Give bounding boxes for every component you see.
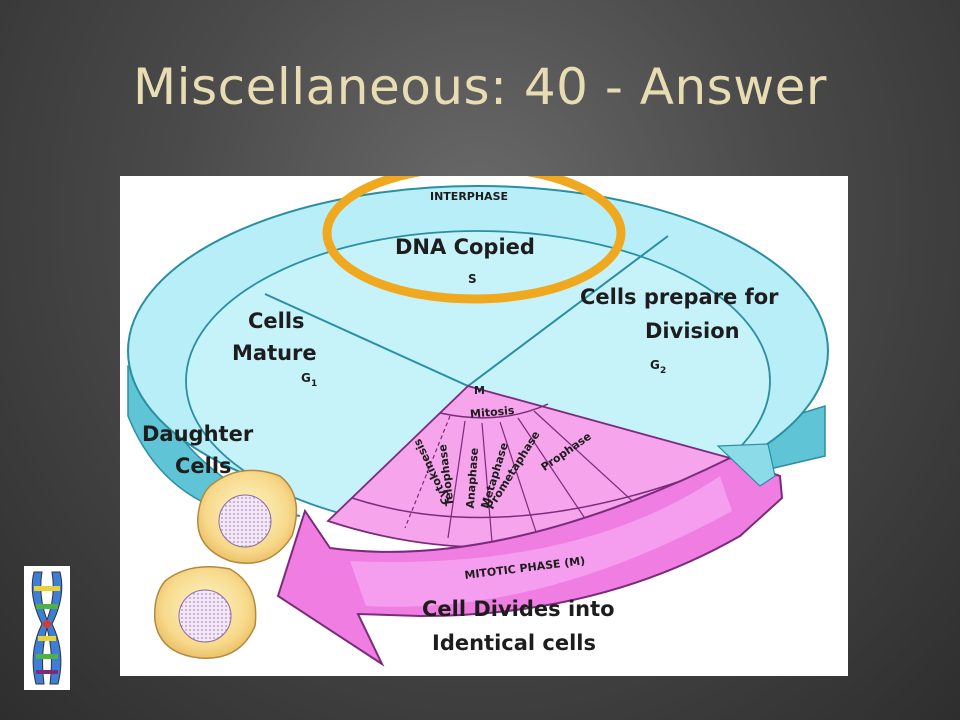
cell-cycle-diagram: INTERPHASE DNA Copied S Cells Mature G 1…: [120, 176, 848, 676]
g1-subscript: 1: [311, 379, 317, 389]
g1-label-line1: Cells: [248, 309, 305, 333]
arrow-text-line1: Cell Divides into: [422, 597, 615, 621]
stage-anaphase: Anaphase: [464, 447, 481, 509]
s-phase-label: DNA Copied: [395, 235, 535, 259]
mitotic-band-outer: [351, 475, 696, 519]
mitosis-band: [439, 403, 549, 419]
daughter-cells-line2: Cells: [175, 454, 232, 478]
divider-g1-s: [264, 293, 469, 387]
interphase-arrowhead: [716, 443, 776, 487]
cell-cycle-svg: INTERPHASE DNA Copied S Cells Mature G 1…: [127, 176, 829, 667]
s-phase-letter: S: [468, 272, 477, 286]
g2-subscript: 2: [660, 366, 666, 376]
daughter-cells-line1: Daughter: [142, 422, 254, 446]
divider-s-g2: [467, 235, 669, 387]
g1-label-line2: Mature: [232, 341, 317, 365]
interphase-label: INTERPHASE: [430, 190, 508, 203]
arrow-text-line2: Identical cells: [432, 631, 596, 655]
chromosome-icon: [31, 571, 63, 685]
chromosome-logo: [24, 566, 70, 690]
highlight-circle: [322, 176, 626, 304]
mitosis-label: Mitosis: [470, 404, 516, 421]
daughter-cell-bottom: [153, 566, 257, 659]
stage-dividers: [404, 410, 641, 543]
g2-label-line1: Cells prepare for: [580, 285, 779, 309]
g2-letter: G: [650, 358, 660, 372]
slide-title: Miscellaneous: 40 - Answer: [133, 58, 827, 116]
m-label: M: [474, 384, 485, 397]
g2-label-line2: Division: [645, 319, 740, 343]
mitotic-arrow-face: [350, 476, 732, 607]
daughter-cell-top: [197, 469, 298, 564]
g1-letter: G: [301, 371, 311, 385]
